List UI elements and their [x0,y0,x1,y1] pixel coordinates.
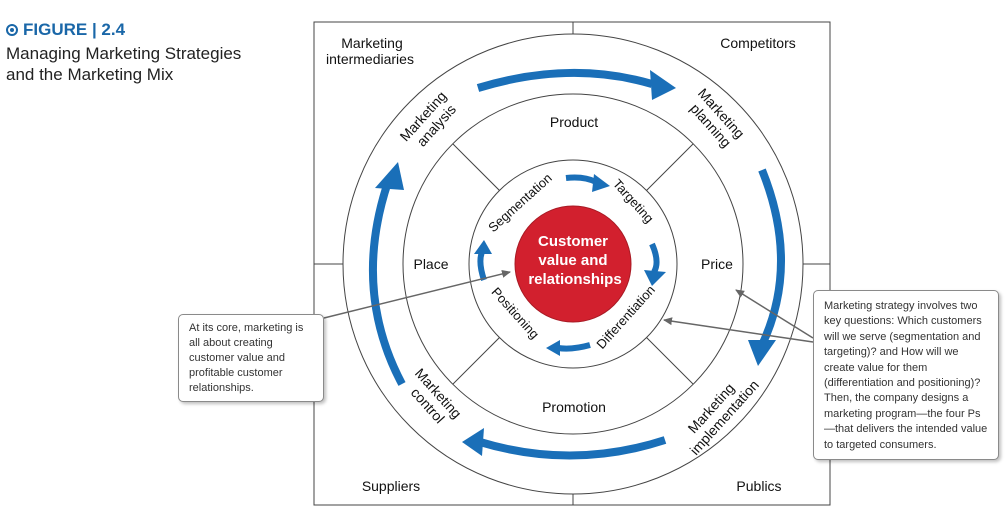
corner-suppliers: Suppliers [362,478,420,494]
mix-price: Price [701,256,733,272]
pointer-right-to-differentiation [663,317,814,343]
outer-arrowheads [375,70,776,456]
arrow-analysis-to-planning [476,68,654,92]
outer-cycle-arrows [368,68,785,460]
figure-title: Managing Marketing Strategies and the Ma… [6,43,306,85]
corner-competitors: Competitors [720,35,795,51]
arrowhead-small-right-icon [592,174,610,192]
arrow-control-to-analysis [368,180,406,386]
mix-place: Place [413,256,448,272]
center-circle [514,205,632,323]
mix-promotion: Promotion [542,399,606,415]
mix-product: Product [550,114,598,130]
arrow-targeting-to-differentiation [649,242,660,274]
center-line1: Customer [538,233,608,250]
corner-intermediaries-line1: Marketing [341,35,402,51]
figure-title-line2: and the Marketing Mix [6,65,174,84]
arrow-planning-to-implementation [758,168,785,347]
arrowhead-left-icon [462,428,484,456]
figure-title-line1: Managing Marketing Strategies [6,44,242,63]
callout-core-value: At its core, marketing is all about crea… [178,314,324,402]
corner-publics: Publics [736,478,781,494]
figure-header: FIGURE | 2.4 Managing Marketing Strategi… [6,20,306,85]
pointer-right-to-price [735,289,814,339]
pointer-left-to-center [323,270,511,319]
arrowhead-up-icon [375,162,404,190]
arrow-implementation-to-control [478,436,667,460]
callout-strategy-questions: Marketing strategy involves two key ques… [813,290,999,460]
arrow-positioning-to-segmentation [477,250,487,281]
arrowhead-down-icon [748,340,776,366]
arrowhead-small-up-icon [474,240,492,254]
arrowhead-right-icon [650,70,676,100]
inner-arrowheads [474,174,666,356]
figure-number: FIGURE | 2.4 [23,20,126,39]
arrow-differentiation-to-positioning [557,342,591,352]
corner-intermediaries-line2: intermediaries [326,51,414,67]
center-line3: relationships [528,271,621,288]
center-line2: value and [538,252,607,269]
callout-pointers [323,270,814,343]
bullet-circle-icon [6,24,18,36]
arrowhead-small-down-icon [644,270,666,286]
arrowhead-small-left-icon [546,340,560,356]
figure-label: FIGURE | 2.4 [6,20,306,40]
